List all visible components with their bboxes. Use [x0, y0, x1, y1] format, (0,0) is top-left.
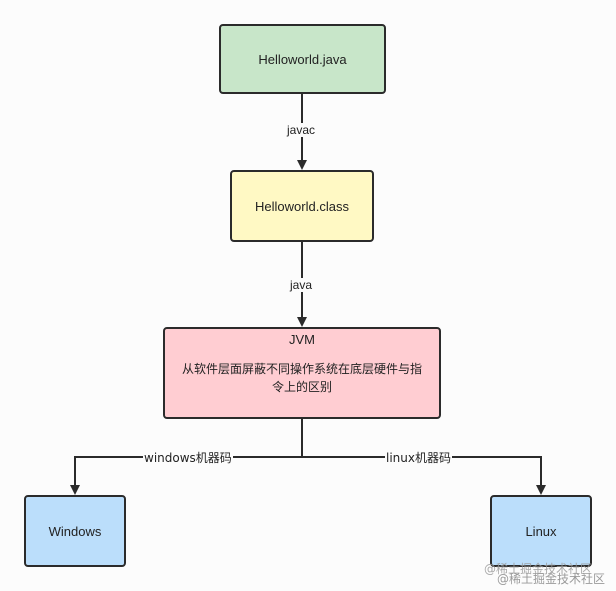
watermark-text: @稀土掘金技术社区: [484, 562, 593, 576]
node-windows: Windows: [24, 495, 126, 567]
node-helloworld-class: Helloworld.class: [230, 170, 374, 242]
node-helloworld-java-label: Helloworld.java: [258, 51, 347, 67]
edge-label-javac: javac: [286, 123, 317, 137]
node-linux: Linux: [490, 495, 592, 567]
node-helloworld-java: Helloworld.java: [219, 24, 386, 94]
edge-label-linux-machine-code: linux机器码: [385, 451, 452, 465]
watermark-text: @稀土掘金技术社区: [497, 572, 606, 586]
edge-jvm-to-linux: [302, 456, 546, 495]
node-jvm-title: JVM: [289, 332, 315, 347]
node-windows-label: Windows: [48, 523, 102, 539]
edge-label-java: java: [289, 278, 314, 292]
node-helloworld-class-label: Helloworld.class: [255, 198, 349, 214]
node-linux-label: Linux: [525, 523, 557, 539]
node-jvm: JVM 从软件层面屏蔽不同操作系统在底层硬件与指令上的区别: [163, 327, 441, 419]
edge-label-windows-machine-code: windows机器码: [143, 451, 233, 465]
node-jvm-description: 从软件层面屏蔽不同操作系统在底层硬件与指令上的区别: [181, 362, 422, 394]
